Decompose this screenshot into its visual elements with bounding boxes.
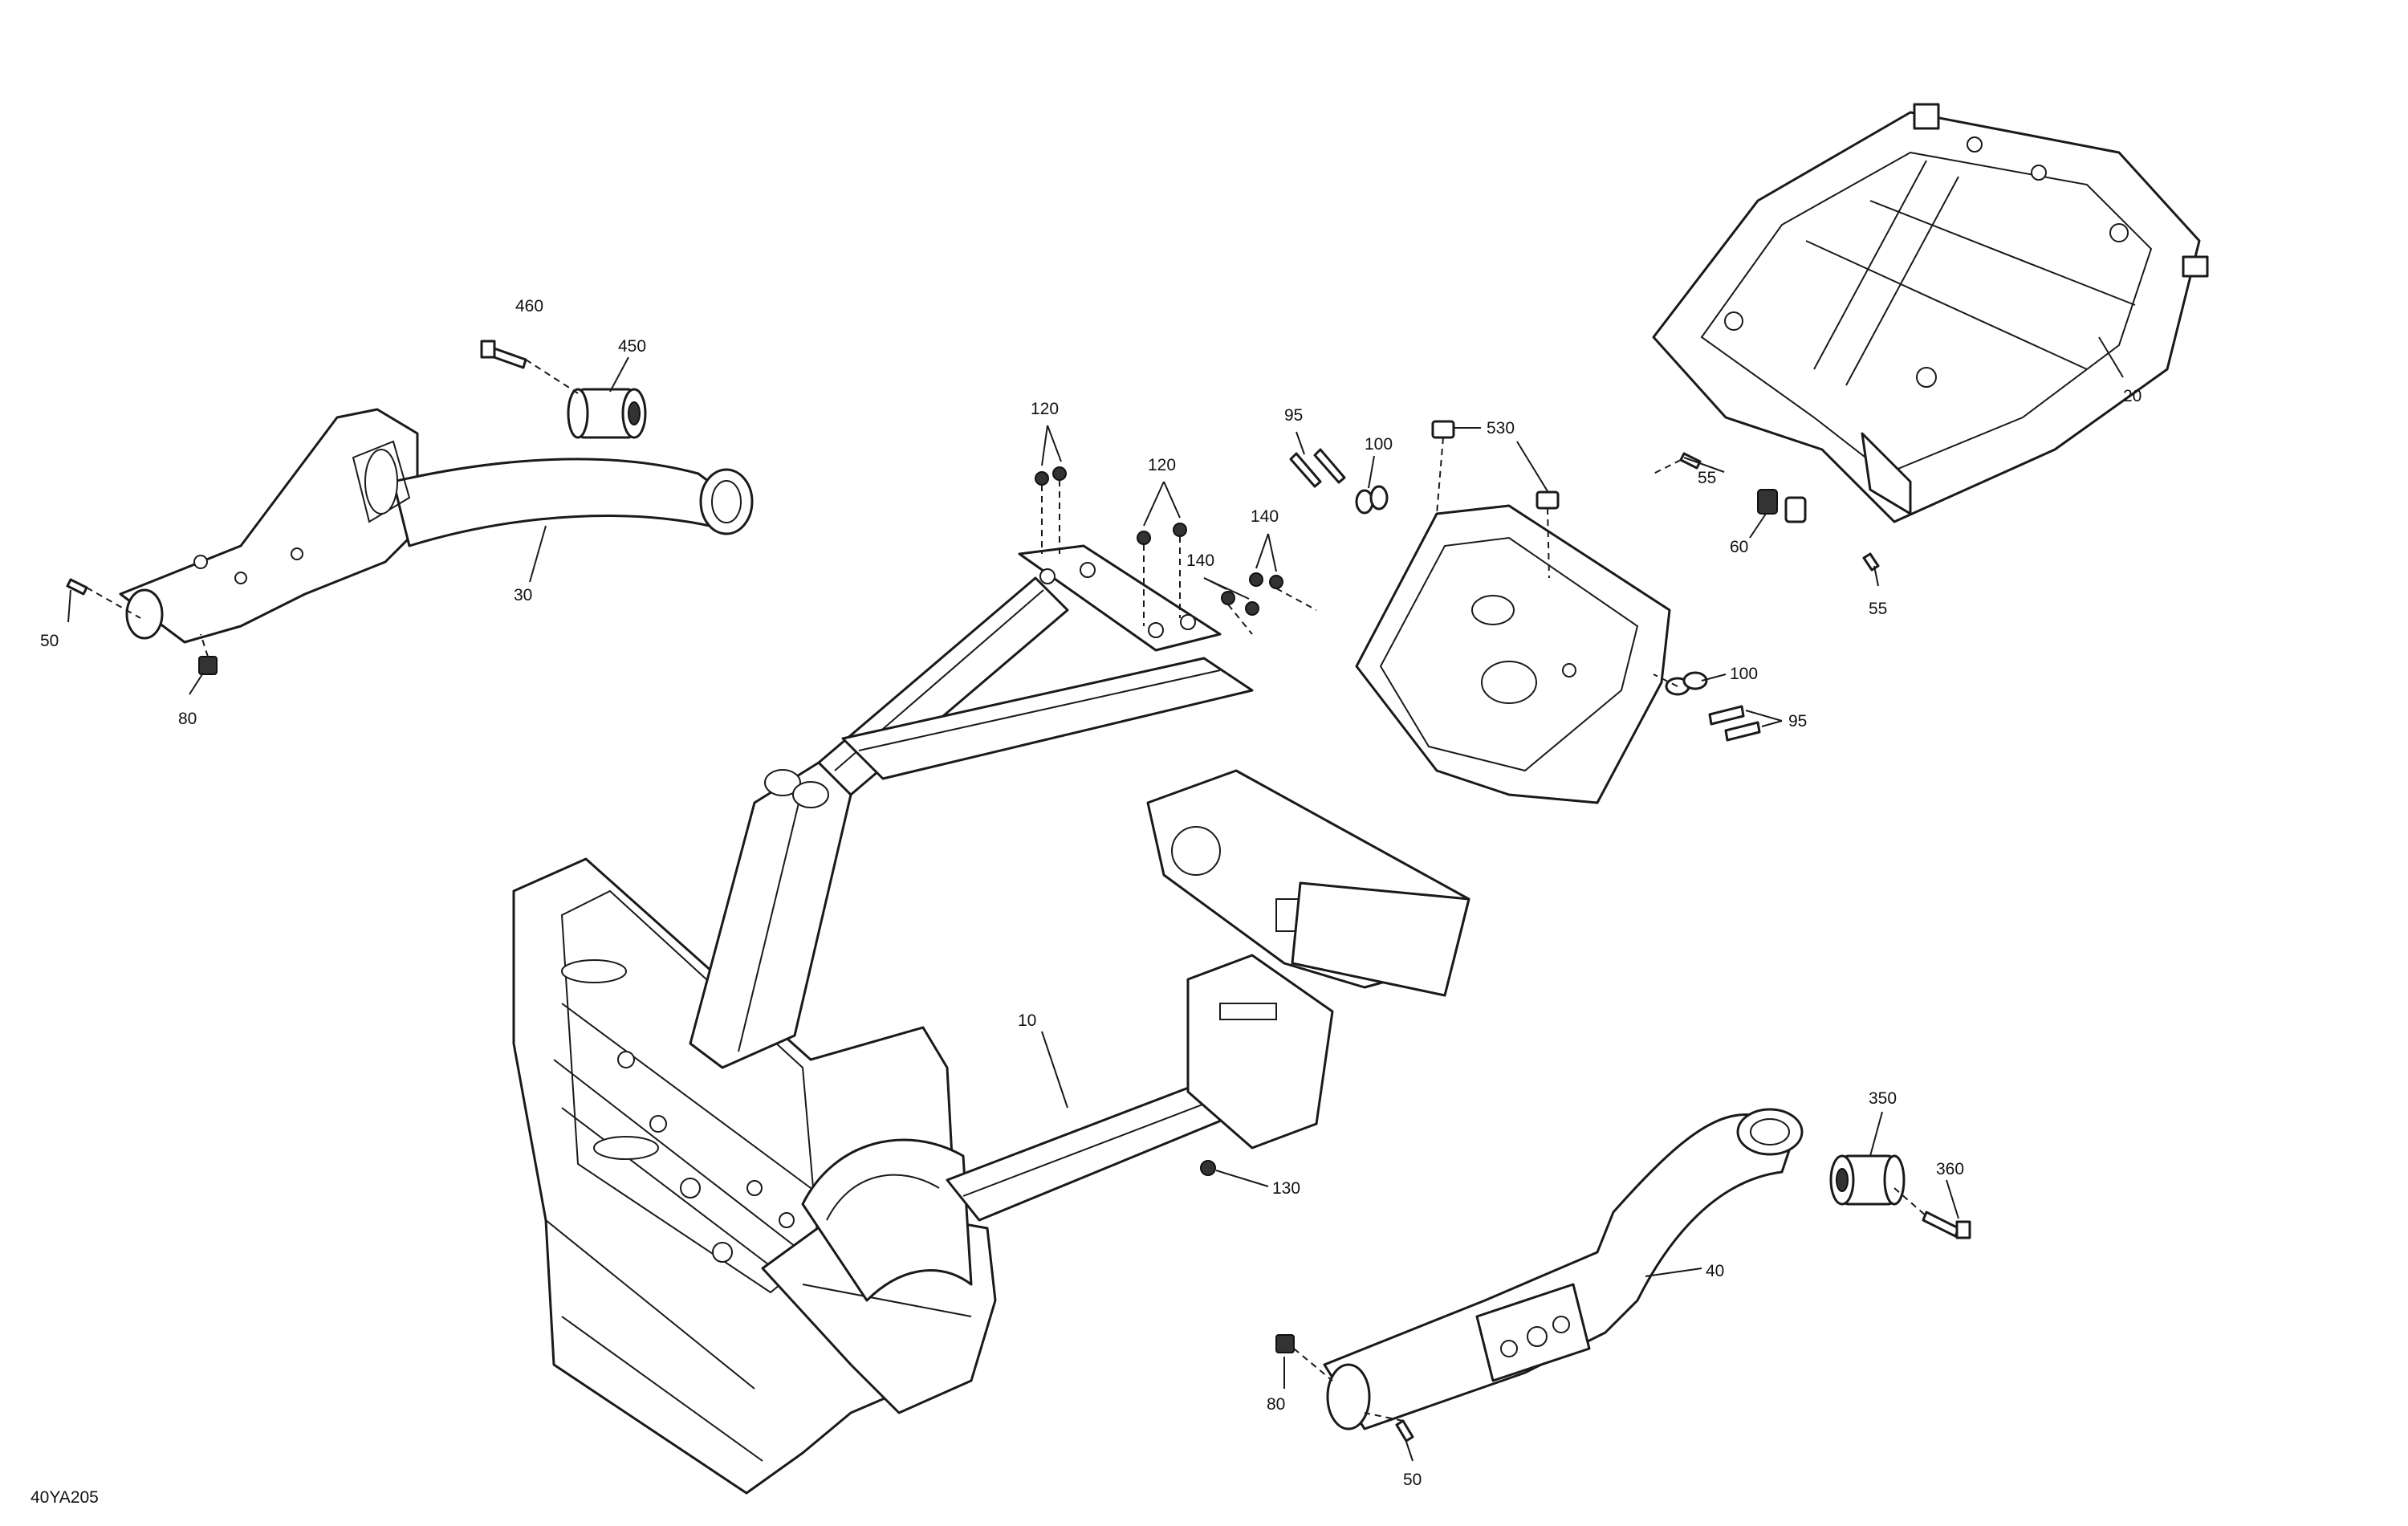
callout-30: 30 bbox=[514, 586, 532, 604]
callout-100: 100 bbox=[1730, 665, 1758, 683]
nut-part-80-left bbox=[198, 656, 218, 675]
trailing-arm-part-30 bbox=[119, 408, 754, 644]
assembly-guide-lines bbox=[86, 359, 1927, 1422]
callout-80: 80 bbox=[1267, 1395, 1285, 1414]
washer-part-100-top bbox=[1355, 485, 1389, 515]
nut-part-130 bbox=[1200, 1160, 1216, 1176]
nut-part-80-right bbox=[1275, 1334, 1295, 1353]
nut-part-120 bbox=[1035, 466, 1187, 545]
callout-50: 50 bbox=[1403, 1471, 1422, 1489]
bolt-part-360 bbox=[1922, 1211, 1971, 1239]
trailing-arm-part-40 bbox=[1323, 1108, 1804, 1430]
callout-20: 20 bbox=[2123, 387, 2142, 405]
callout-95: 95 bbox=[1788, 712, 1807, 730]
callout-140: 140 bbox=[1186, 551, 1214, 570]
rear-subframe-part-20 bbox=[1652, 103, 2209, 523]
bolt-part-50-right bbox=[1395, 1419, 1414, 1443]
callout-530: 530 bbox=[1487, 419, 1515, 437]
callout-350: 350 bbox=[1869, 1089, 1897, 1108]
callout-50: 50 bbox=[40, 632, 59, 650]
bushing-part-350 bbox=[1829, 1154, 1906, 1206]
callout-120: 120 bbox=[1148, 456, 1176, 474]
callout-140: 140 bbox=[1251, 507, 1279, 526]
callout-360: 360 bbox=[1936, 1160, 1964, 1178]
bolt-part-95-right bbox=[1708, 705, 1761, 742]
callout-55: 55 bbox=[1698, 469, 1716, 487]
callout-120: 120 bbox=[1031, 400, 1059, 418]
callout-60: 60 bbox=[1730, 538, 1748, 556]
bolt-part-95-top bbox=[1289, 448, 1346, 488]
callout-100: 100 bbox=[1365, 435, 1393, 454]
bushing-part-450 bbox=[567, 388, 647, 439]
main-frame-part-10 bbox=[512, 504, 1671, 1495]
clamp-part-60 bbox=[1757, 489, 1807, 523]
bolt-part-50-left bbox=[66, 578, 88, 596]
callout-450: 450 bbox=[618, 337, 646, 356]
callout-95: 95 bbox=[1284, 406, 1303, 425]
leader-lines bbox=[67, 336, 2124, 1462]
callout-460: 460 bbox=[515, 297, 543, 315]
callout-80: 80 bbox=[178, 710, 197, 728]
bolt-part-55-lower bbox=[1862, 552, 1880, 572]
bolt-part-460 bbox=[480, 340, 527, 369]
callout-55: 55 bbox=[1869, 600, 1887, 618]
figure-reference: 40YA205 bbox=[31, 1488, 99, 1507]
callout-40: 40 bbox=[1706, 1262, 1724, 1280]
callout-130: 130 bbox=[1272, 1179, 1300, 1198]
callout-labels: 460 450 30 50 80 120 120 95 100 140 140 … bbox=[40, 297, 2142, 1489]
nut-part-140 bbox=[1221, 572, 1283, 616]
callout-10: 10 bbox=[1018, 1011, 1036, 1030]
bolt-part-55-upper bbox=[1679, 452, 1702, 470]
